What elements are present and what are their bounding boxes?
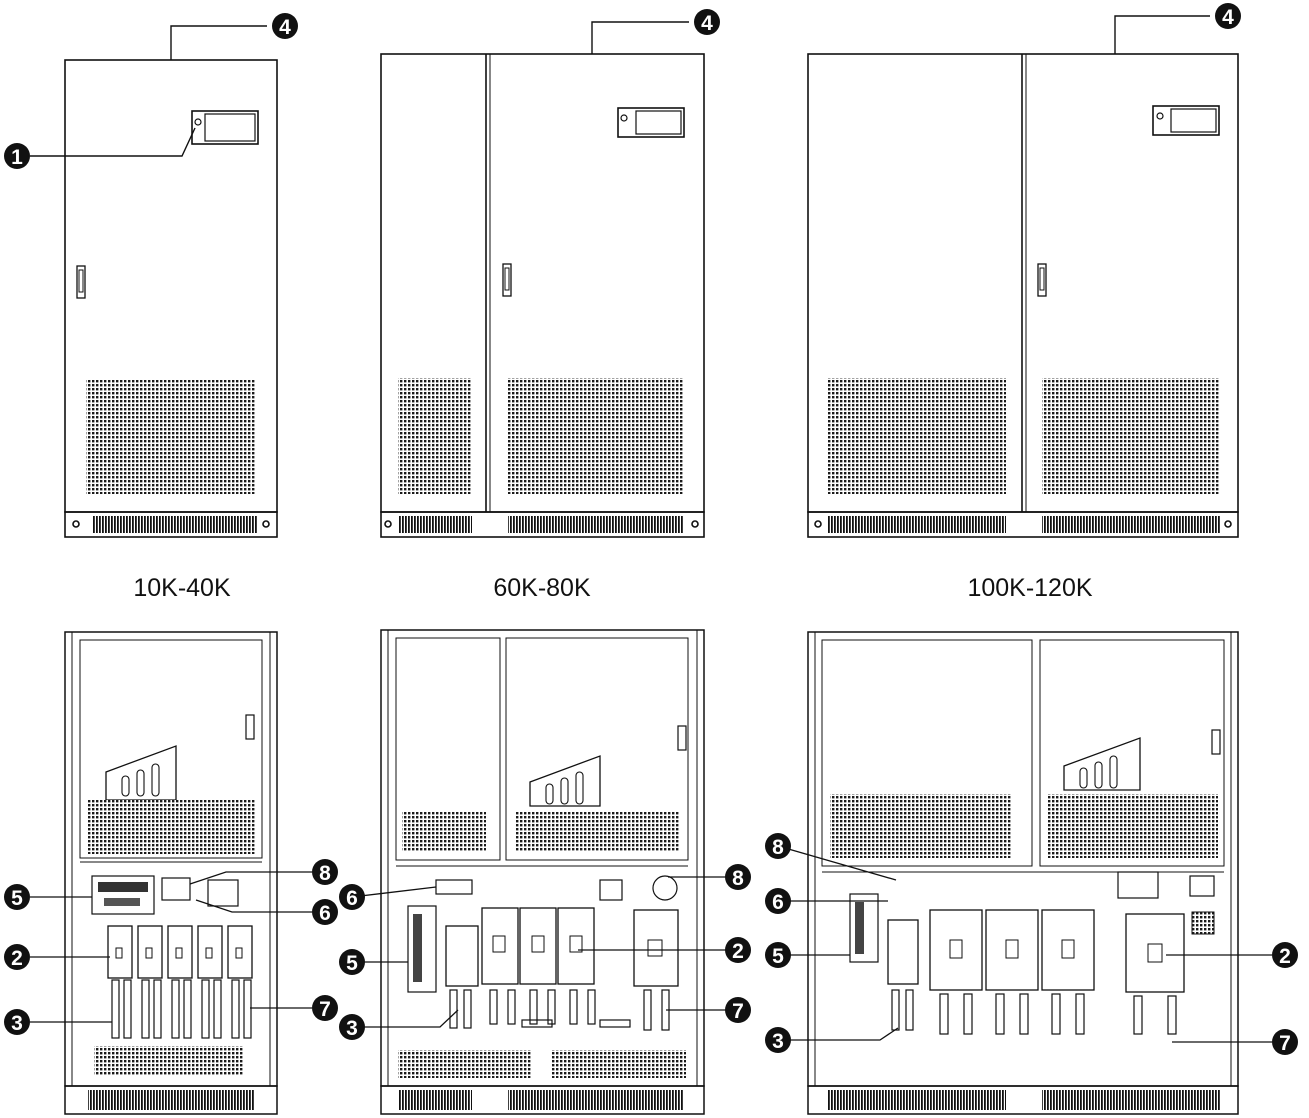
callout-label: 6 <box>772 891 784 914</box>
callout-8 <box>725 864 751 890</box>
base-plinth <box>380 511 705 538</box>
breaker <box>445 925 479 987</box>
callout-3 <box>765 1027 791 1053</box>
vent-grille <box>1042 378 1220 494</box>
callout-label: 7 <box>1279 1032 1291 1055</box>
callout-4 <box>1215 3 1241 29</box>
callout-5 <box>339 949 365 975</box>
breaker <box>887 919 919 985</box>
callout-label: 1 <box>11 146 23 169</box>
callout-4 <box>272 13 298 39</box>
breaker <box>633 909 679 987</box>
callout-label: 4 <box>1222 6 1234 29</box>
model-caption-100k-120k: 100K-120K <box>967 574 1093 602</box>
callout-label: 2 <box>11 947 23 970</box>
breaker <box>519 907 557 985</box>
breaker <box>557 907 595 985</box>
callout-6 <box>339 884 365 910</box>
callout-2 <box>725 937 751 963</box>
base-plinth <box>807 511 1239 538</box>
callout-5 <box>4 884 30 910</box>
callout-2 <box>1272 942 1298 968</box>
front-view-10k-40k <box>64 59 278 538</box>
callout-label: 2 <box>732 940 744 963</box>
callout-7 <box>312 995 338 1021</box>
model-caption-60k-80k: 60K-80K <box>493 574 591 602</box>
callout-label: 5 <box>11 887 23 910</box>
breaker <box>1041 909 1095 991</box>
callout-8 <box>765 833 791 859</box>
display-panel <box>191 110 259 145</box>
callout-label: 6 <box>319 902 331 925</box>
callout-label: 8 <box>319 862 331 885</box>
callout-label: 3 <box>772 1030 784 1053</box>
front-view-60k-80k <box>380 53 705 538</box>
callout-3 <box>4 1009 30 1035</box>
callout-label: 2 <box>1279 945 1291 968</box>
model-caption-10k-40k: 10K-40K <box>133 574 231 602</box>
callout-label: 7 <box>732 1000 744 1023</box>
callout-label: 6 <box>346 887 358 910</box>
callout-6 <box>765 888 791 914</box>
callout-label: 8 <box>772 836 784 859</box>
vent-grille <box>86 380 256 494</box>
callout-5 <box>765 942 791 968</box>
vent-grille <box>828 378 1006 494</box>
breaker <box>167 925 193 979</box>
control-board <box>407 905 437 993</box>
breaker <box>1125 913 1185 993</box>
callout-label: 4 <box>701 12 713 35</box>
callout-1 <box>4 143 30 169</box>
base-plinth <box>64 511 278 538</box>
door-handle <box>502 263 512 297</box>
door-handle <box>76 265 86 299</box>
breaker <box>227 925 253 979</box>
callout-7 <box>1272 1029 1298 1055</box>
breaker <box>107 925 133 979</box>
breaker <box>929 909 983 991</box>
control-board <box>91 875 155 915</box>
callout-label: 7 <box>319 998 331 1021</box>
vent-grille <box>508 378 684 494</box>
callout-label: 5 <box>772 945 784 968</box>
breaker <box>481 907 519 985</box>
callout-label: 3 <box>11 1012 23 1035</box>
vent-grille <box>398 378 472 494</box>
callout-8 <box>312 859 338 885</box>
front-view-100k-120k <box>807 53 1239 538</box>
breaker <box>197 925 223 979</box>
breaker <box>985 909 1039 991</box>
callout-label: 5 <box>346 952 358 975</box>
callout-3 <box>339 1014 365 1040</box>
internal-view-10k-40k <box>64 631 278 1115</box>
callout-6 <box>312 899 338 925</box>
callout-2 <box>4 944 30 970</box>
breaker <box>137 925 163 979</box>
callout-label: 4 <box>279 16 291 39</box>
door-handle <box>1037 263 1047 297</box>
internal-view-60k-80k <box>380 629 705 1115</box>
callout-label: 8 <box>732 867 744 890</box>
callout-4 <box>694 9 720 35</box>
callout-label: 3 <box>346 1017 358 1040</box>
display-panel <box>1152 105 1220 136</box>
control-board <box>849 893 879 963</box>
internal-view-100k-120k <box>807 631 1239 1115</box>
display-panel <box>617 107 685 138</box>
callout-7 <box>725 997 751 1023</box>
